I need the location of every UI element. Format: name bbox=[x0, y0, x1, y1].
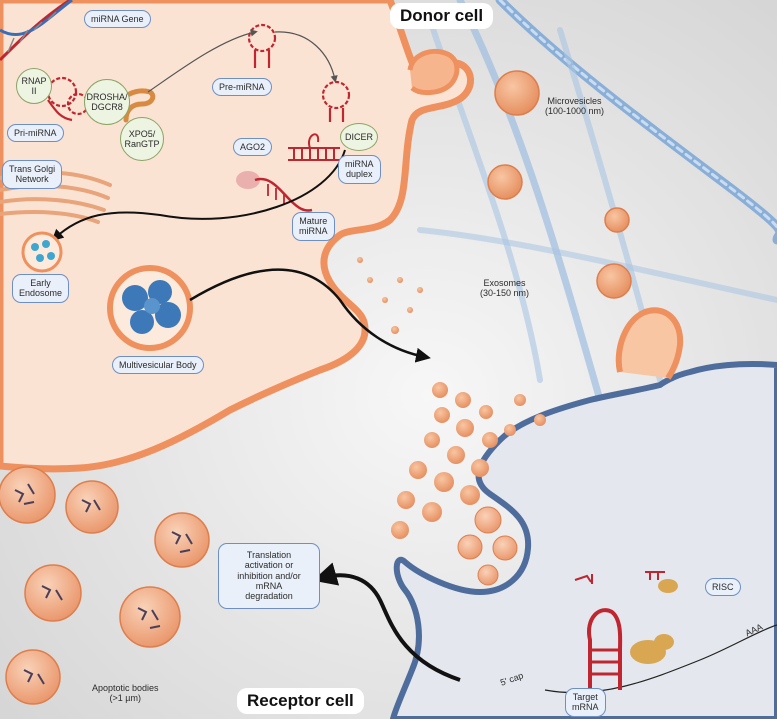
apoptotic-bodies-label: Apoptotic bodies (>1 µm) bbox=[92, 683, 159, 704]
receptor-cell-body bbox=[389, 361, 777, 719]
xpo5-protein bbox=[115, 88, 156, 123]
dna-helix bbox=[0, 0, 73, 62]
rnap-label: RNAP II bbox=[16, 68, 52, 104]
microvesicles bbox=[487, 70, 632, 299]
risc-label: RISC bbox=[705, 578, 741, 597]
receptor-bud bbox=[615, 307, 684, 380]
ago2-complex bbox=[236, 171, 313, 212]
multivesicular-body bbox=[107, 265, 193, 351]
microvesicles-label: Microvesicles (100-1000 nm) bbox=[545, 96, 605, 117]
risc-small bbox=[574, 571, 665, 584]
risc-protein bbox=[658, 579, 678, 593]
multivesicular-body-label: Multivesicular Body bbox=[112, 356, 204, 375]
internalized-exosomes bbox=[457, 506, 518, 586]
trans-golgi-label: Trans Golgi Network bbox=[2, 160, 63, 189]
exosomes-label: Exosomes (30-150 nm) bbox=[480, 278, 530, 299]
early-endosome-label: Early Endosome bbox=[12, 274, 70, 303]
receptor-cell-title: Receptor cell bbox=[237, 688, 364, 714]
mature-mirna-label: Mature miRNA bbox=[292, 212, 335, 241]
dicer-label: DICER bbox=[340, 123, 378, 151]
arrow-to-translation bbox=[312, 562, 461, 682]
ago2-label: AGO2 bbox=[233, 138, 273, 157]
mirna-gene-label: miRNA Gene bbox=[84, 10, 151, 29]
donor-cell-title: Donor cell bbox=[390, 3, 494, 29]
arrow-to-endosome bbox=[51, 149, 346, 242]
pathway-arrow-1 bbox=[147, 29, 258, 93]
early-endosome bbox=[21, 231, 63, 273]
target-mrna-label: Target mRNA bbox=[565, 688, 606, 717]
drosha-label: DROSHA/ DGCR8 bbox=[84, 79, 130, 125]
apoptotic-bodies bbox=[0, 466, 210, 705]
pri-mirna-label: Pri-miRNA bbox=[7, 124, 64, 143]
mirna-duplex-label: miRNA duplex bbox=[338, 155, 381, 184]
pathway-arrow-2 bbox=[274, 31, 338, 83]
risc-mrna-complex bbox=[587, 608, 674, 690]
arrow-to-exosomes bbox=[189, 268, 431, 363]
pre-mirna-label: Pre-miRNA bbox=[212, 78, 272, 97]
apoptotic-chromatin bbox=[14, 483, 193, 685]
exosome-particles bbox=[357, 257, 546, 539]
mirna-duplex-structure bbox=[288, 133, 340, 161]
translation-label: Translation activation or inhibition and… bbox=[218, 543, 320, 609]
pre-mirna-structure bbox=[247, 23, 277, 68]
budding-microvesicle bbox=[407, 48, 460, 95]
xpo5-label: XPO5/ RanGTP bbox=[120, 117, 164, 161]
